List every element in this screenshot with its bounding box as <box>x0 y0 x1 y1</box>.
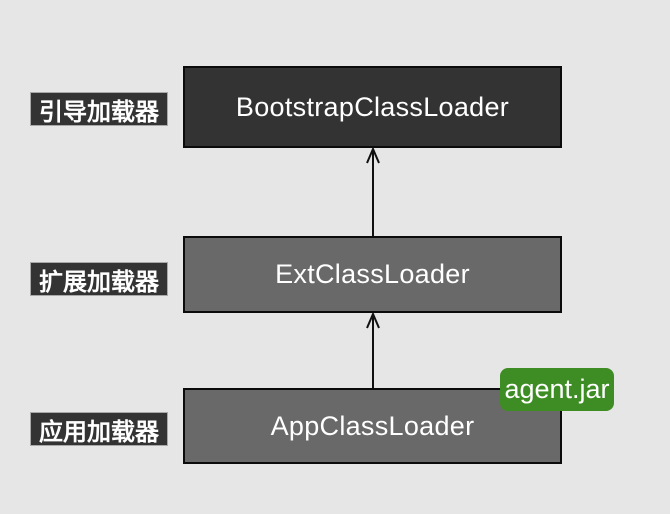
node-app-classloader: AppClassLoader <box>183 388 562 464</box>
node-ext-classloader: ExtClassLoader <box>183 236 562 313</box>
arrow-app-to-ext-icon <box>366 311 380 388</box>
side-label-application-loader: 应用加载器 <box>30 412 168 446</box>
node-bootstrap-classloader: BootstrapClassLoader <box>183 66 562 148</box>
agent-jar-badge: agent.jar <box>500 368 614 411</box>
arrow-ext-to-bootstrap-icon <box>366 146 380 236</box>
side-label-bootstrap-loader: 引导加载器 <box>30 92 168 126</box>
side-label-extension-loader: 扩展加载器 <box>30 262 168 296</box>
